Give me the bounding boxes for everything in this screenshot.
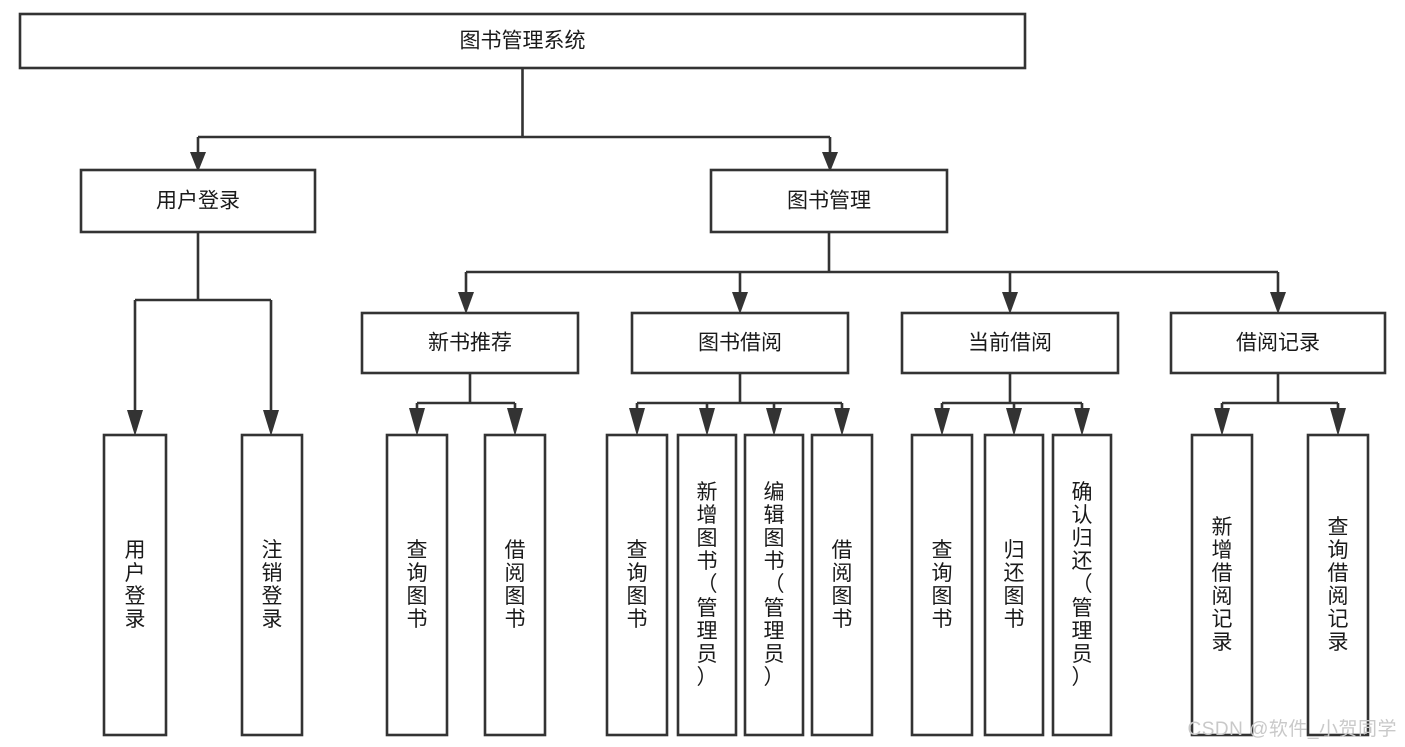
arrowhead-icon [1270,292,1286,314]
node-leaf-logout-login-box[interactable] [240,433,304,737]
arrowhead-icon [507,408,523,436]
node-leaf-user-login-box[interactable] [102,433,168,737]
arrowhead-icon [822,152,838,172]
node-user-login-box[interactable] [79,168,317,234]
connector-borrowrecord-to-leaves [1220,373,1340,417]
node-root-box[interactable] [18,12,1027,70]
connector-bookmgmt-to-level3 [464,232,1280,292]
node-leaf-add-book-admin-box[interactable] [676,433,738,737]
node-leaf-return-book-box[interactable] [983,433,1045,737]
node-leaf-query-borrow-record-box[interactable] [1306,433,1370,737]
connectors-group [133,68,1340,417]
arrowhead-icon [1006,408,1022,436]
watermark-text: CSDN @软件_小贺同学 [1187,719,1397,740]
connector-recommend-to-leaves [415,373,517,417]
node-leaf-query-book-current-box[interactable] [910,433,974,737]
arrowhead-icon [190,152,206,172]
node-book-borrow-label: 图书借阅 [698,332,782,355]
arrowhead-icon [934,408,950,436]
arrowhead-icon [458,292,474,314]
node-leaf-add-borrow-record-box[interactable] [1190,433,1254,737]
node-root-label: 图书管理系统 [460,30,586,53]
node-book-management-label: 图书管理 [787,190,871,213]
arrowhead-icon [732,292,748,314]
connector-bookborrow-to-leaves [635,373,844,417]
node-borrow-record-box[interactable] [1169,311,1387,375]
node-leaf-borrow-book-recommend-box[interactable] [483,433,547,737]
node-leaf-query-book-borrow-box[interactable] [605,433,669,737]
arrowhead-icon [1074,408,1090,436]
node-new-book-recommend-label: 新书推荐 [428,332,512,355]
arrowhead-icon [1214,408,1230,436]
nodes-group: 图书管理系统 用户登录 图书管理 新书推荐 图书借阅 当前借阅 借阅记录 [18,12,1387,737]
arrowhead-icon [263,410,279,436]
node-current-borrow-label: 当前借阅 [968,332,1052,355]
node-new-book-recommend-box[interactable] [360,311,580,375]
arrowhead-icon [127,410,143,436]
node-borrow-record-label: 借阅记录 [1236,332,1320,355]
node-leaf-borrow-book-box[interactable] [810,433,874,737]
arrowhead-icon [1330,408,1346,436]
node-leaf-edit-book-admin-box[interactable] [743,433,805,737]
arrowhead-icon [834,408,850,436]
arrowhead-icon [699,408,715,436]
node-leaf-query-book-recommend-box[interactable] [385,433,449,737]
arrowhead-icon [629,408,645,436]
node-user-login-label: 用户登录 [156,190,240,213]
node-book-borrow-box[interactable] [630,311,850,375]
node-current-borrow-box[interactable] [900,311,1120,375]
node-book-management-box[interactable] [709,168,949,234]
arrowhead-icon [1002,292,1018,314]
connector-userlogin-to-leaves [133,232,273,417]
arrowhead-icon [409,408,425,436]
arrowheads-group [127,152,1346,436]
node-leaf-confirm-return-admin-box[interactable] [1051,433,1113,737]
connector-root-to-level2 [196,68,832,152]
arrowhead-icon [766,408,782,436]
